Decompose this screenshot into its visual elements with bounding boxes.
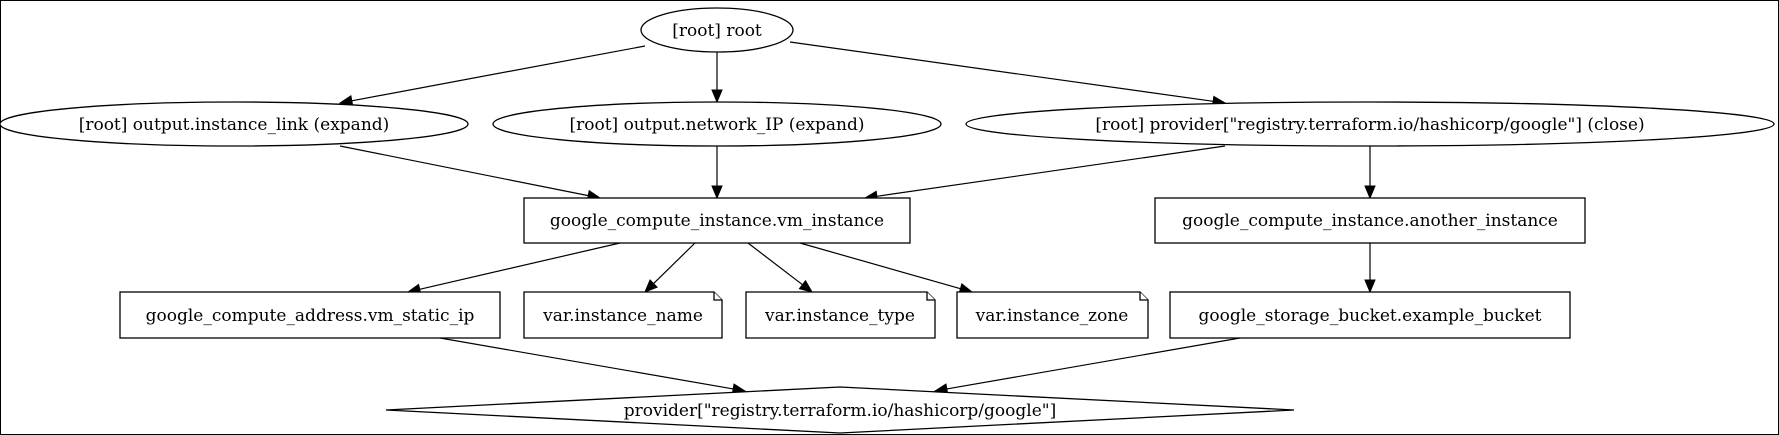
node-output-network-ip[interactable]: [root] output.network_IP (expand) <box>492 101 942 147</box>
node-var-instance-zone[interactable]: var.instance_zone <box>956 291 1149 339</box>
edge-root-out_link <box>351 45 646 102</box>
node-vm-instance-label: google_compute_instance.vm_instance <box>550 211 884 231</box>
edge-vm_instance-var_zone <box>799 242 961 290</box>
node-var-instance-type[interactable]: var.instance_type <box>745 291 936 339</box>
edge-arrowhead-provider_close-another_instance <box>1364 185 1376 200</box>
edge-vm_instance-static_ip <box>419 242 621 290</box>
node-static-ip[interactable]: google_compute_address.vm_static_ip <box>119 291 501 339</box>
edge-arrowhead-vm_instance-var_name <box>644 279 658 293</box>
node-another-instance-label: google_compute_instance.another_instance <box>1182 211 1558 231</box>
edge-arrowhead-vm_instance-var_type <box>798 279 814 293</box>
edge-root-provider_close <box>789 41 1214 102</box>
node-provider-close[interactable]: [root] provider["registry.terraform.io/h… <box>965 101 1775 147</box>
edge-static_ip-provider <box>439 337 734 390</box>
node-var-instance-type-label: var.instance_type <box>764 306 915 326</box>
node-vm-instance[interactable]: google_compute_instance.vm_instance <box>523 197 911 244</box>
node-var-instance-name-label: var.instance_name <box>542 306 703 326</box>
node-output-instance-link-label: [root] output.instance_link (expand) <box>79 115 390 135</box>
node-var-instance-zone-label: var.instance_zone <box>975 306 1129 326</box>
node-another-instance[interactable]: google_compute_instance.another_instance <box>1154 197 1586 244</box>
edge-arrowhead-out_ip-vm_instance <box>711 185 723 200</box>
edge-vm_instance-var_type <box>747 242 803 286</box>
edge-provider_close-vm_instance <box>876 145 1226 197</box>
node-static-ip-label: google_compute_address.vm_static_ip <box>146 306 475 326</box>
node-var-instance-name[interactable]: var.instance_name <box>523 291 723 339</box>
node-output-network-ip-label: [root] output.network_IP (expand) <box>569 115 864 135</box>
node-provider-label: provider["registry.terraform.io/hashicor… <box>624 401 1056 421</box>
node-output-instance-link[interactable]: [root] output.instance_link (expand) <box>0 101 469 147</box>
node-provider[interactable]: provider["registry.terraform.io/hashicor… <box>385 386 1295 434</box>
edges <box>338 41 1376 395</box>
node-root-label: [root] root <box>672 21 762 41</box>
edge-vm_instance-var_name <box>653 242 696 285</box>
node-example-bucket[interactable]: google_storage_bucket.example_bucket <box>1169 291 1571 339</box>
edge-arrowhead-another_instance-bucket <box>1364 279 1376 294</box>
node-example-bucket-label: google_storage_bucket.example_bucket <box>1198 306 1541 326</box>
edge-out_link-vm_instance <box>339 145 589 197</box>
edge-arrowhead-root-out_ip <box>711 89 723 104</box>
node-root[interactable]: [root] root <box>640 7 794 53</box>
node-provider-close-label: [root] provider["registry.terraform.io/h… <box>1095 115 1644 135</box>
edge-bucket-provider <box>946 337 1241 390</box>
